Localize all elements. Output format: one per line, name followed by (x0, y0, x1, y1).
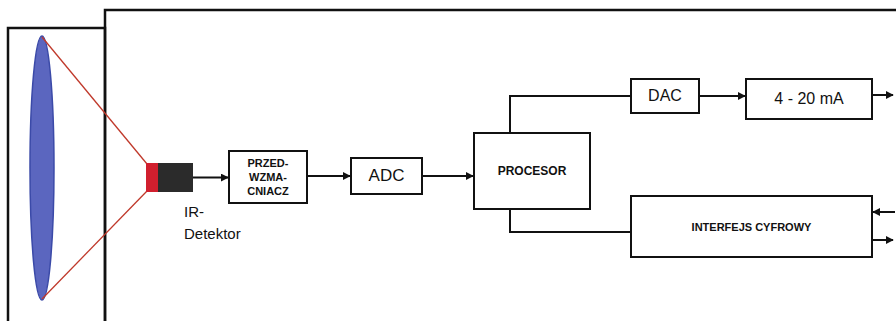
signal-connector (193, 177, 228, 179)
node-label: DAC (648, 87, 682, 105)
processor-box: PROCESOR (473, 132, 591, 210)
node-label: PROCESOR (498, 164, 567, 178)
current-output-box: 4 - 20 mA (745, 78, 873, 120)
signal-connector (700, 95, 745, 97)
ir-detector: IR- Detektor (146, 163, 193, 192)
sensor-housing (105, 10, 896, 321)
input-arrow (873, 211, 895, 213)
digital-interface-box: INTERFEJS CYFROWY (630, 195, 873, 258)
node-label: IR- Detektor (184, 201, 246, 245)
node-label: ADC (369, 166, 405, 186)
signal-connector (423, 175, 473, 177)
output-arrow (873, 94, 893, 96)
signal-connector (510, 96, 630, 132)
lens-housing (8, 28, 105, 321)
light-ray (42, 191, 147, 299)
output-arrow (873, 239, 893, 241)
preamplifier-box: PRZED- WZMA- CNIACZ (228, 150, 308, 204)
node-label: INTERFEJS CYFROWY (692, 221, 812, 233)
ir-lens (30, 36, 54, 300)
dac-box: DAC (630, 78, 700, 114)
node-label: PRZED- WZMA- CNIACZ (236, 156, 300, 198)
adc-box: ADC (350, 157, 423, 195)
light-ray (42, 37, 147, 164)
signal-connector (308, 175, 350, 177)
signal-connector (510, 210, 630, 232)
node-label: 4 - 20 mA (774, 90, 843, 108)
